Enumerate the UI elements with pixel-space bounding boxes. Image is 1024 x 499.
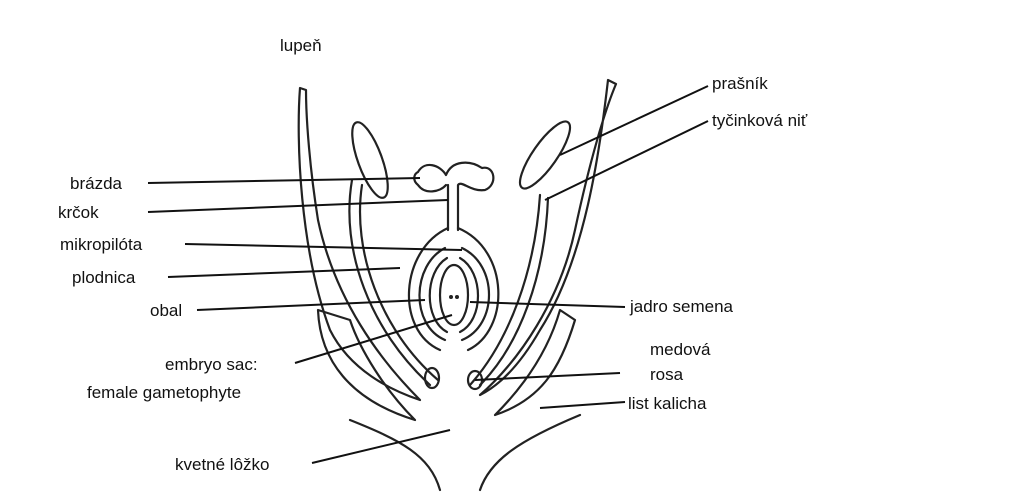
label-style: krčok <box>58 203 99 222</box>
leader-nucellus <box>469 301 626 308</box>
left-sepal <box>316 308 417 422</box>
left-anther <box>351 121 389 199</box>
label-integument: obal <box>150 301 183 320</box>
leader-ovary <box>167 267 401 278</box>
label-micropyle: mikropilóta <box>60 235 143 254</box>
right-sepal <box>493 308 577 417</box>
stigma <box>413 161 495 232</box>
leader-stigma <box>147 177 421 184</box>
leader-style <box>147 199 449 213</box>
label-embryo-sac-line2: female gametophyte <box>87 383 242 402</box>
label-nectary-line2: rosa <box>650 365 684 384</box>
left-nectary <box>423 366 441 390</box>
leader-sepal <box>539 401 626 409</box>
leader-integument <box>196 299 426 311</box>
right-anther <box>518 120 572 190</box>
label-stigma: brázda <box>70 174 122 193</box>
leader-receptacle <box>311 429 451 464</box>
right-petal <box>478 78 618 397</box>
polar-nucleus <box>455 295 459 299</box>
left-filament <box>348 178 440 387</box>
integument-outer <box>418 246 491 342</box>
label-anther: prašník <box>712 74 768 93</box>
label-nectary-line1: medová <box>650 340 711 359</box>
label-embryo-sac-line1: embryo sac: <box>165 355 258 374</box>
leader-nectary <box>474 372 621 381</box>
label-receptacle: kvetné lôžko <box>175 455 270 474</box>
leader-lines <box>147 85 709 464</box>
leader-filament <box>544 120 709 201</box>
integument-inner <box>428 256 479 334</box>
label-filament: tyčinková niť <box>712 111 808 130</box>
polar-nucleus <box>449 295 453 299</box>
label-ovary: plodnica <box>72 268 136 287</box>
right-filament <box>468 193 550 387</box>
label-sepal: list kalicha <box>628 394 707 413</box>
ovary-wall <box>408 226 500 352</box>
leader-anther <box>559 85 709 156</box>
receptacle-outline <box>348 413 582 492</box>
label-nucellus: jadro semena <box>630 297 734 316</box>
embryo-sac <box>438 263 470 327</box>
label-petal: lupeň <box>280 36 322 55</box>
leader-embryo-sac <box>294 314 453 364</box>
leader-micropyle <box>184 243 463 251</box>
left-petal <box>297 86 422 402</box>
